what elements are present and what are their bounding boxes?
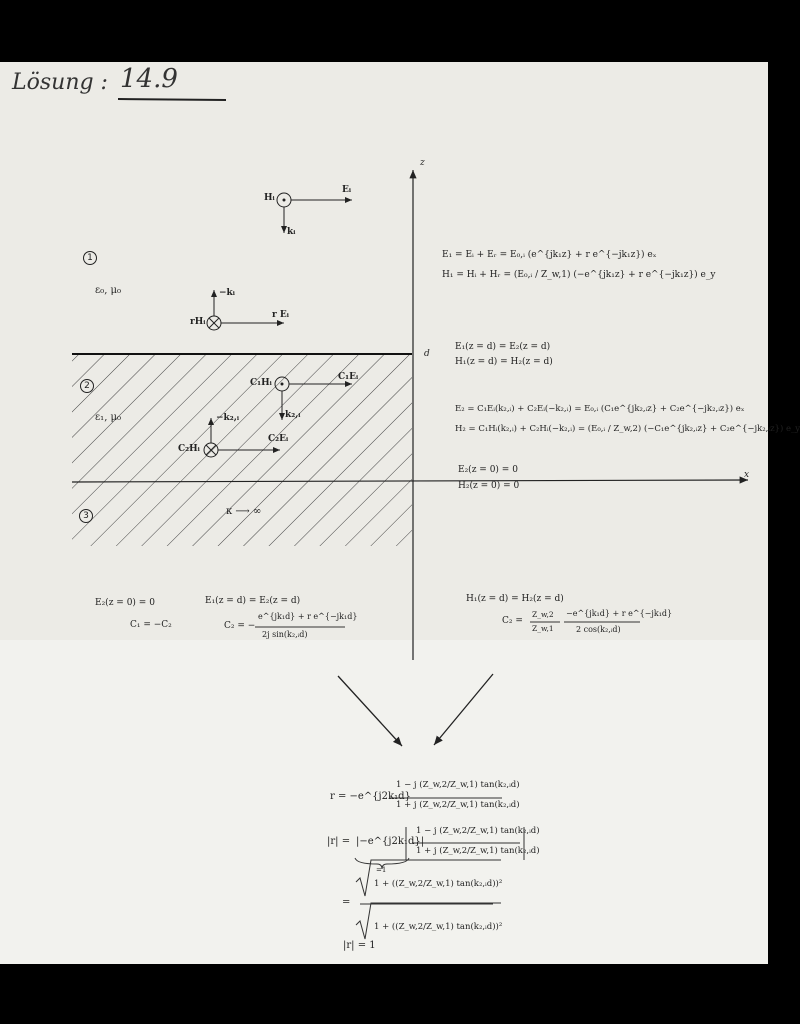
- d-label: d: [424, 349, 430, 359]
- eq-abs-mid: |−e^{j2k₁d}|: [356, 836, 425, 847]
- eq-abs-brace: =1: [376, 866, 387, 874]
- region-2-hatch: [72, 354, 412, 482]
- eq-right-2-num: −e^{jk₁d} + r e^{−jk₁d}: [566, 609, 673, 618]
- minus-k2i-label: −k₂,ᵢ: [216, 413, 240, 423]
- eq-left-1: E₂(z = 0) = 0: [95, 598, 155, 608]
- c2e-label: C₂Eᵢ: [268, 434, 289, 444]
- eq-bc1: E₁(z = d) = E₂(z = d): [455, 342, 551, 352]
- c2h-label: C₂Hᵢ: [178, 444, 200, 454]
- eq-h1: H₁ = Hᵢ + Hᵣ = (E₀,ᵢ / Z_w,1) (−e^{jk₁z}…: [442, 270, 716, 280]
- eq-right-2-lhs: C₂ =: [502, 616, 523, 626]
- heading-number: 14.9: [120, 64, 178, 94]
- eq-abs-num: 1 − j (Z_w,2/Z_w,1) tan(k₂,ᵢd): [416, 826, 540, 836]
- rhi-label: rHᵢ: [190, 317, 206, 327]
- paper-sheet-lower: [0, 640, 768, 964]
- region-marker-3: 3: [79, 509, 93, 523]
- eq-mid-2-lhs: C₂ = −: [224, 621, 256, 631]
- k2i-label: k₂,ᵢ: [285, 410, 301, 420]
- eq-left-2: C₁ = −C₂: [130, 620, 172, 630]
- c1e-label: C₁Eᵢ: [338, 372, 359, 382]
- medium-3-label: κ ⟶ ∞: [226, 506, 262, 517]
- eq-sqrt-den: 1 + ((Z_w,2/Z_w,1) tan(k₂,ᵢd))²: [374, 922, 503, 932]
- eq-bc3: E₂(z = 0) = 0: [458, 465, 518, 475]
- z-axis-label: z: [420, 158, 425, 168]
- minus-ki-label: −kᵢ: [219, 288, 235, 298]
- x-axis: [71, 476, 749, 484]
- eq-sqrt-equals: =: [342, 897, 351, 908]
- converge-arrow-left: [337, 675, 403, 747]
- x-axis-label: x: [744, 470, 750, 480]
- eq-e1: E₁ = Eᵢ + Eᵣ = E₀,ᵢ (e^{jk₁z} + r e^{−jk…: [442, 250, 657, 260]
- region-3-hatch: [72, 482, 412, 546]
- eq-r-lhs: r = −e^{j2k₁d}: [330, 791, 411, 802]
- eq-right-2-den: 2 cos(k₂,ᵢd): [576, 625, 621, 634]
- region-marker-1: 1: [83, 251, 97, 265]
- hi-label: Hᵢ: [264, 193, 275, 203]
- eq-final: |r| = 1: [343, 940, 376, 951]
- rei-label: r Eᵢ: [272, 310, 289, 320]
- eq-bc2: H₁(z = d) = H₂(z = d): [455, 357, 553, 367]
- eq-right-1: H₁(z = d) = H₂(z = d): [466, 594, 564, 604]
- converge-arrow-right: [433, 673, 494, 746]
- sqrt-sign-den: [355, 902, 501, 940]
- c1h-label: C₁Hᵢ: [250, 378, 272, 388]
- eq-abs-den: 1 + j (Z_w,2/Z_w,1) tan(k₂,ᵢd): [416, 846, 540, 856]
- region-marker-2: 2: [80, 379, 94, 393]
- eq-bc4: H₂(z = 0) = 0: [458, 481, 520, 491]
- eq-right-2-zw1: Z_w,1: [532, 624, 554, 633]
- eq-mid-2-den: 2j sin(k₂,ᵢd): [262, 630, 308, 639]
- sqrt-sign-num: [355, 859, 501, 897]
- eq-mid-1: E₁(z = d) = E₂(z = d): [205, 596, 301, 606]
- eq-r-num: 1 − j (Z_w,2/Z_w,1) tan(k₂,ᵢd): [396, 780, 520, 790]
- eq-e2: E₂ = C₁Eᵢ(k₂,ᵢ) + C₂Eᵢ(−k₂,ᵢ) = E₀,ᵢ (C₁…: [455, 404, 745, 414]
- heading-underline: [117, 98, 227, 101]
- eq-abs-lhs: |r| =: [327, 836, 351, 847]
- medium-1-label: ε₀, μ₀: [95, 285, 122, 296]
- eq-sqrt-num: 1 + ((Z_w,2/Z_w,1) tan(k₂,ᵢd))²: [374, 879, 503, 889]
- ki-label: kᵢ: [287, 227, 296, 237]
- eq-mid-2-num: e^{jk₁d} + r e^{−jk₁d}: [258, 612, 358, 621]
- heading-prefix: Lösung :: [12, 70, 108, 95]
- eq-right-2-zw2: Z_w,2: [532, 610, 554, 619]
- medium-2-label: ε₁, μ₀: [95, 412, 122, 423]
- eq-r-den: 1 + j (Z_w,2/Z_w,1) tan(k₂,ᵢd): [396, 800, 520, 810]
- underbrace: [354, 857, 410, 870]
- figure-graphics: [71, 98, 749, 940]
- eq-h2: H₂ = C₁Hᵢ(k₂,ᵢ) + C₂Hᵢ(−k₂,ᵢ) = (E₀,ᵢ / …: [455, 424, 800, 434]
- ei-label: Eᵢ: [342, 185, 352, 195]
